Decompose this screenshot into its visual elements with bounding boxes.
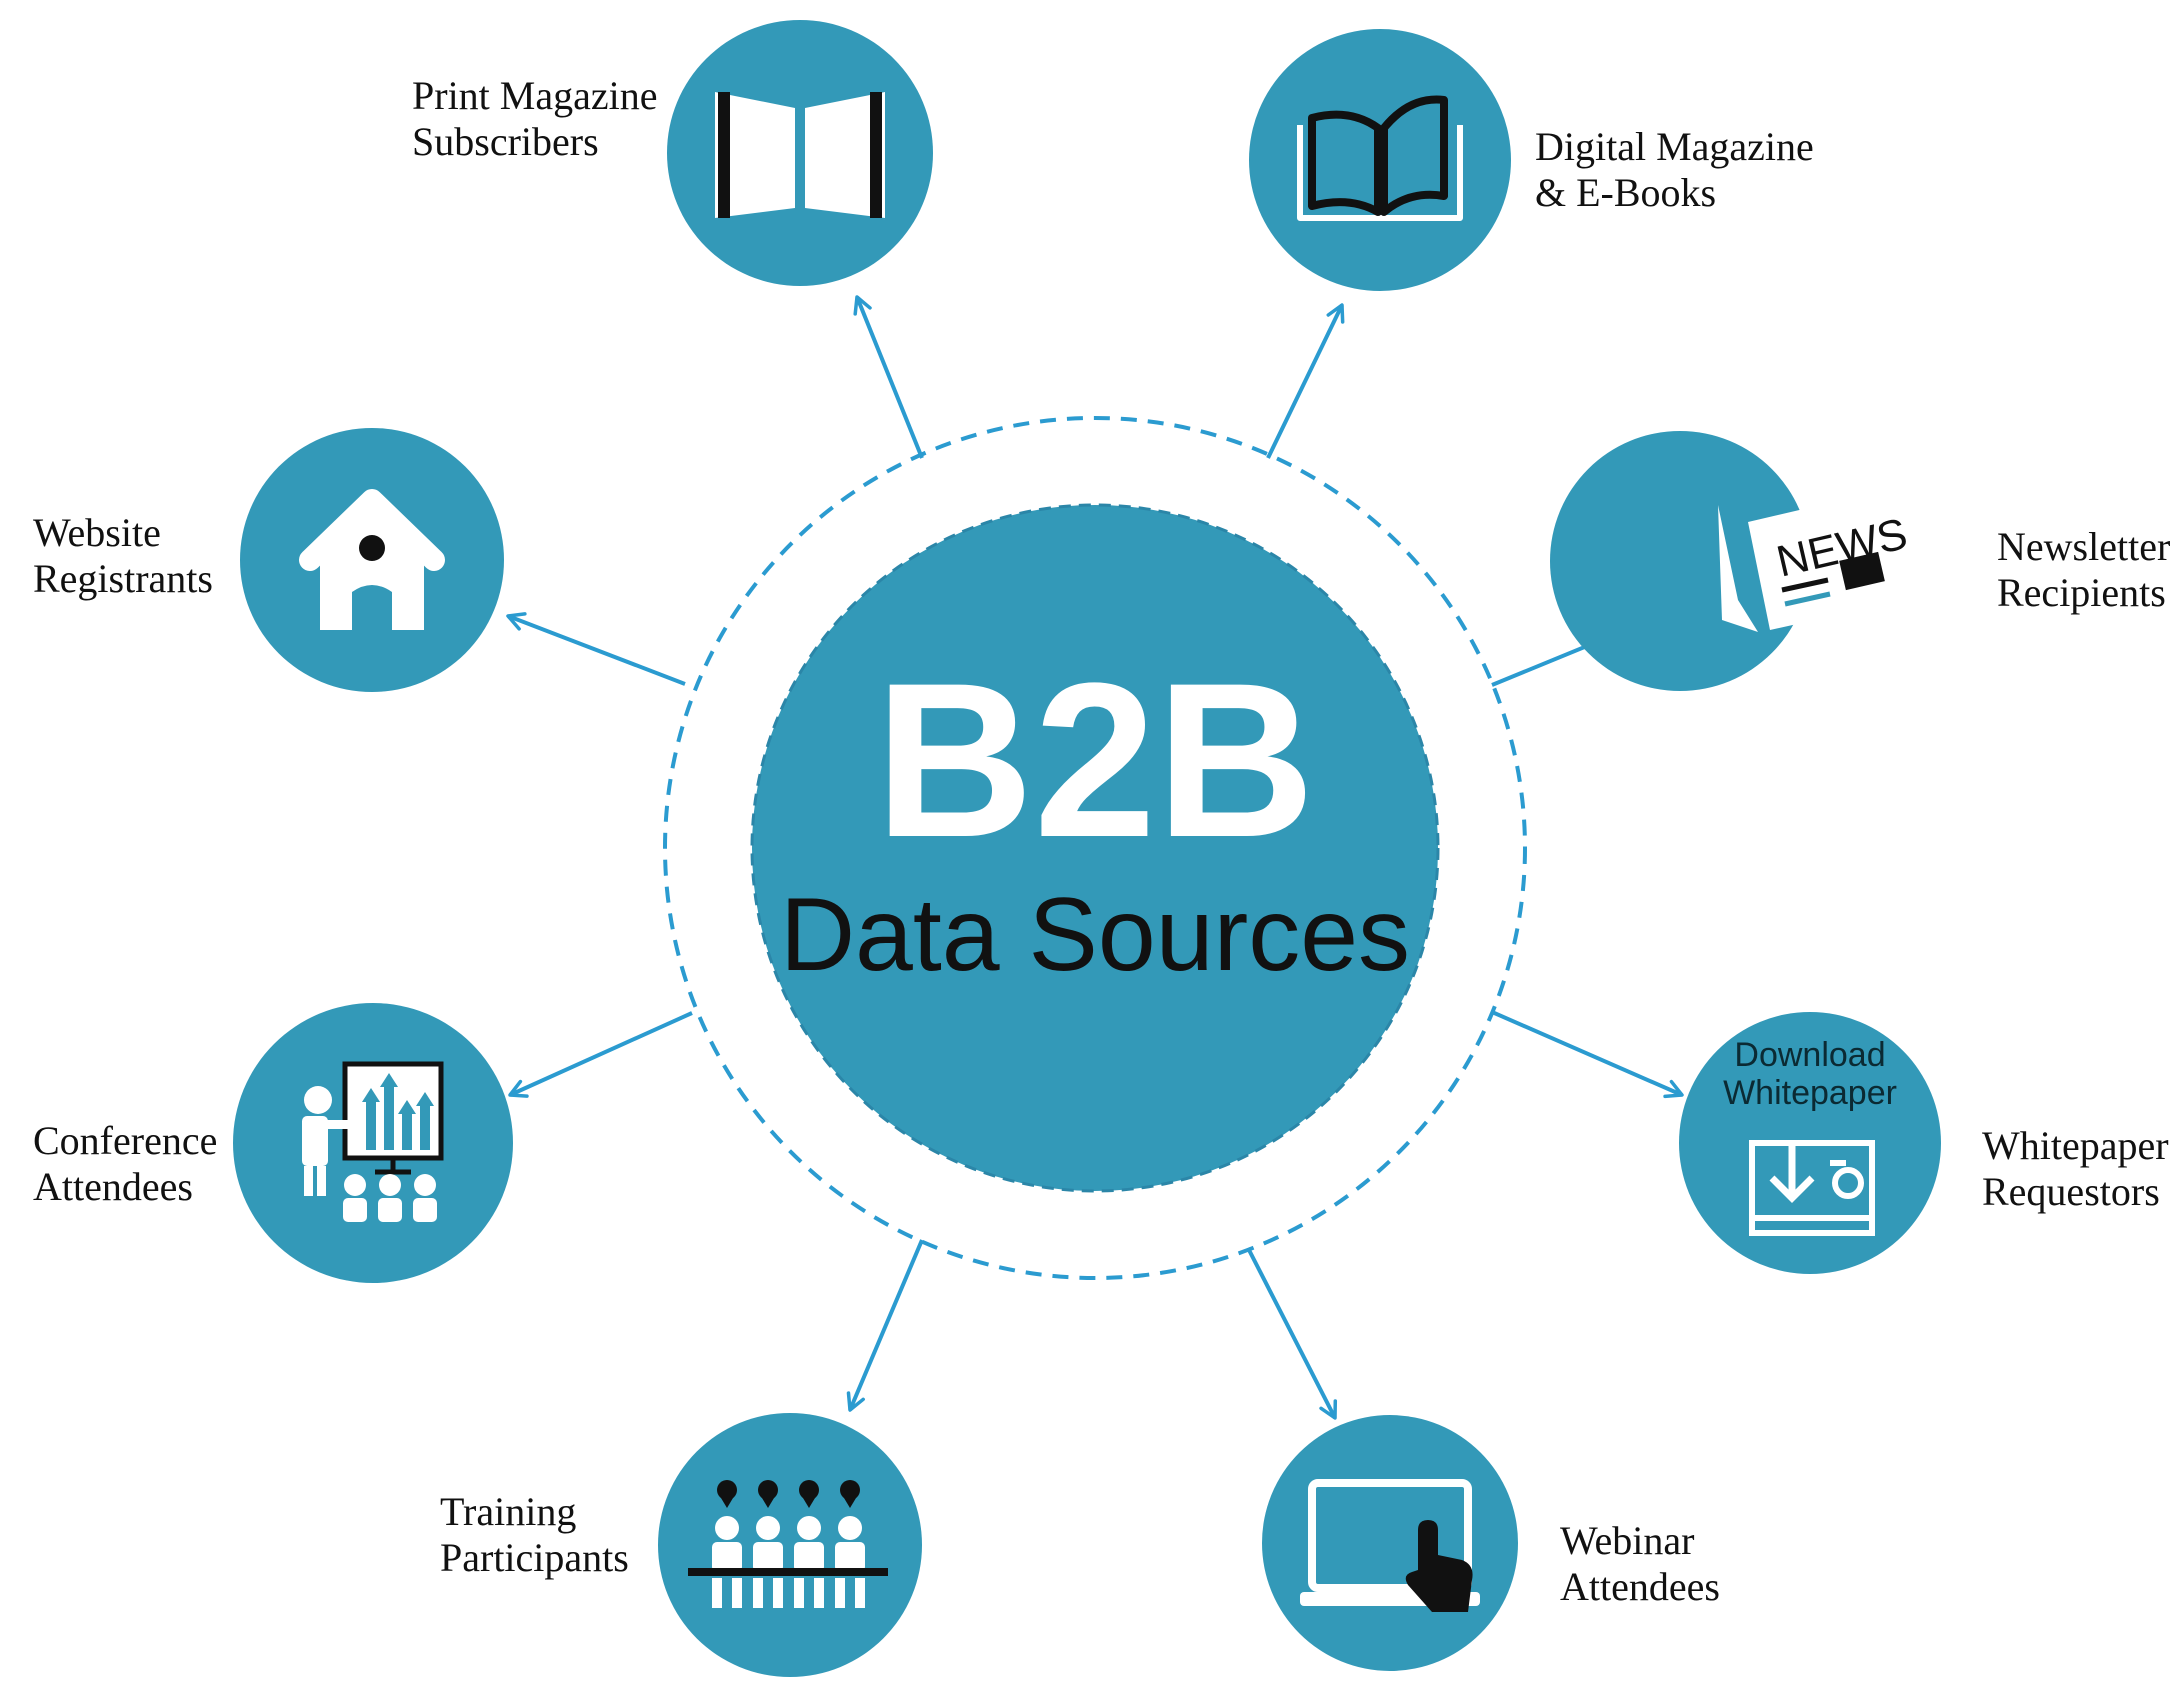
house-icon	[299, 489, 445, 630]
newspaper-icon: NEWS	[1718, 490, 1912, 632]
arrow-website	[506, 612, 686, 686]
center-title: B2B	[874, 637, 1316, 883]
center-subtitle: Data Sources	[779, 877, 1411, 993]
arrow-print	[853, 295, 924, 459]
training-group-icon	[688, 1480, 888, 1608]
whitepaper-icon-text: Download Whitepaper	[1723, 1036, 1897, 1112]
laptop-pointer-icon	[1300, 1479, 1480, 1612]
arrow-webinar	[1246, 1247, 1338, 1420]
download-whitepaper-icon	[1749, 1140, 1875, 1236]
arrow-whitepaper	[1491, 1010, 1684, 1099]
arrow-training	[846, 1239, 924, 1412]
center-circle	[752, 505, 1438, 1191]
presenter-chart-icon	[302, 1061, 444, 1222]
outer-dashed-ring	[663, 416, 1527, 1280]
open-book-icon	[1297, 95, 1463, 221]
label-digital: Digital Magazine& E-Books	[1535, 124, 1814, 215]
inner-dashed-ring	[750, 503, 1440, 1193]
arrow-digital	[1266, 303, 1345, 459]
open-magazine-icon	[715, 92, 885, 218]
node-circle-training	[658, 1413, 922, 1677]
node-circle-print	[667, 20, 933, 286]
arrow-conference	[508, 1011, 693, 1098]
